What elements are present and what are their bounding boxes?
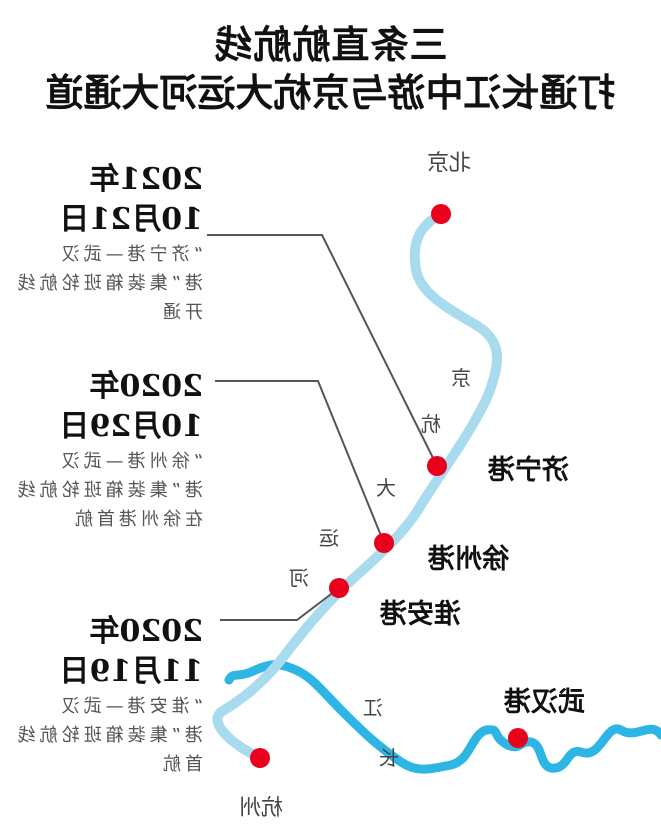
- event-desc: “淮安港—武汉港”集装箱班轮航线首航: [13, 696, 203, 775]
- event-year: 2020年: [89, 614, 204, 649]
- event-date: 11月19日: [59, 654, 204, 689]
- event-desc: “济宁港—武汉港”集装箱班轮航线开通: [13, 244, 203, 323]
- event-xuzhou: 2020年 10月29日 “徐州港—武汉港”集装箱班轮航线在徐州港首航: [13, 367, 203, 534]
- city-label-hangzhou: 杭州: [238, 796, 283, 821]
- canal-char-he: 河: [289, 566, 309, 590]
- event-year: 2021年: [89, 162, 204, 197]
- yangtze-river: [224, 660, 661, 774]
- hangzhou-dot: [250, 748, 270, 768]
- canal-char-da: 大: [376, 476, 396, 500]
- port-label-wuhan: 武汉港: [504, 687, 585, 718]
- wuhan-dot: [508, 728, 528, 748]
- yangtze-char-chang: 长: [379, 746, 399, 770]
- leader-line-xuzhou: [215, 380, 385, 544]
- huaian-dot: [329, 578, 349, 598]
- event-jining: 2021年 10月21日 “济宁港—武汉港”集装箱班轮航线开通: [13, 160, 203, 327]
- jining-dot: [427, 456, 447, 476]
- yangtze-char-jiang: 江: [363, 696, 383, 720]
- leader-line-huaian: [220, 587, 340, 621]
- event-huaian: 2020年 11月19日 “淮安港—武汉港”集装箱班轮航线首航: [13, 612, 203, 779]
- event-year: 2020年: [89, 369, 204, 404]
- event-desc: “徐州港—武汉港”集装箱班轮航线在徐州港首航: [13, 451, 203, 530]
- canal-char-jing: 京: [451, 366, 471, 390]
- canal-char-yun: 运: [319, 526, 339, 550]
- grand-canal: [212, 209, 503, 763]
- port-label-jining: 济宁港: [488, 455, 569, 486]
- city-label-beijing: 北京: [426, 151, 471, 176]
- port-label-xuzhou: 徐州港: [428, 544, 509, 575]
- canal-char-hang: 杭: [421, 412, 441, 436]
- event-date: 10月21日: [59, 202, 204, 237]
- xuzhou-dot: [374, 533, 394, 553]
- leader-line-jining: [207, 234, 438, 467]
- event-date: 10月29日: [59, 409, 204, 444]
- beijing-dot: [431, 204, 451, 224]
- port-label-huaian: 淮安港: [380, 599, 461, 630]
